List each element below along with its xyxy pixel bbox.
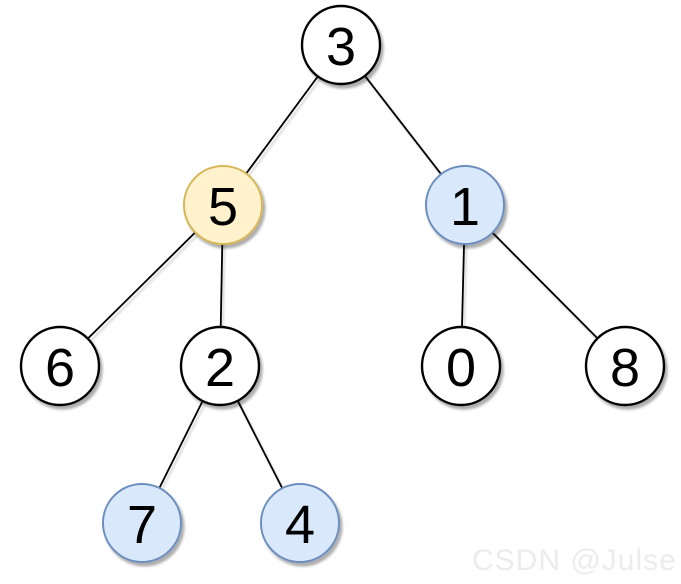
- tree-node-circle: [425, 165, 505, 245]
- tree-node-circle: [183, 165, 263, 245]
- tree-node-circle: [300, 4, 382, 86]
- tree-node-circle: [19, 325, 101, 407]
- tree-node-5: 5: [183, 165, 263, 245]
- tree-node-circle: [179, 325, 261, 407]
- tree-node-6: 6: [19, 325, 101, 407]
- tree-node-0: 0: [420, 325, 502, 407]
- tree-node-1: 1: [425, 165, 505, 245]
- tree-node-circle: [260, 483, 340, 563]
- tree-node-circle: [102, 483, 182, 563]
- tree-node-3: 3: [300, 4, 382, 86]
- watermark-text: CSDN @Julse: [472, 544, 677, 577]
- tree-node-circle: [420, 325, 502, 407]
- tree-node-circle: [584, 325, 666, 407]
- tree-edge-layer: [59, 44, 626, 524]
- tree-node-2: 2: [179, 325, 261, 407]
- tree-node-4: 4: [260, 483, 340, 563]
- tree-node-8: 8: [584, 325, 666, 407]
- tree-node-7: 7: [102, 483, 182, 563]
